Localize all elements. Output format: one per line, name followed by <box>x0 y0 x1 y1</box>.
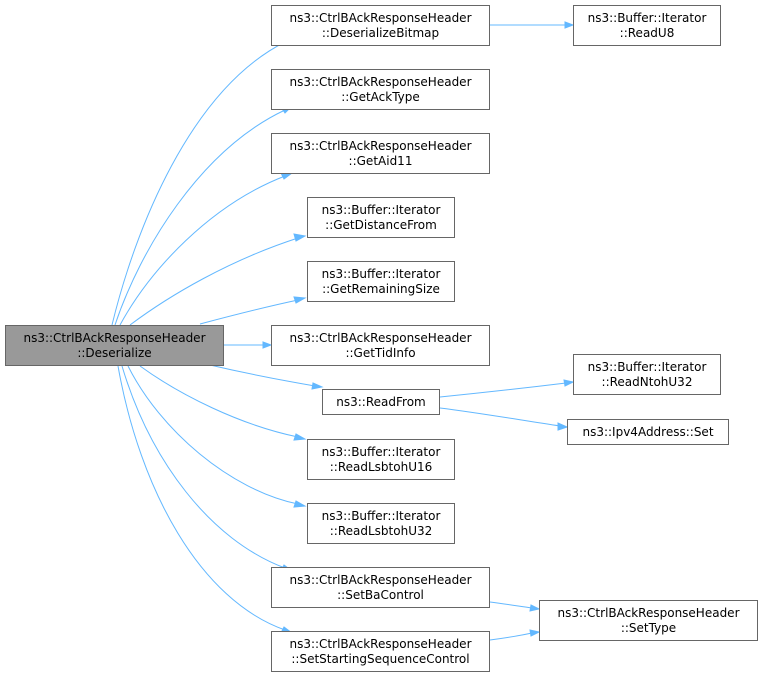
node-label-line1: ns3::CtrlBAckResponseHeader <box>557 605 740 620</box>
node-label-line1: ns3::Buffer::Iterator <box>587 10 707 25</box>
node-label-line2: ::ReadLsbtohU16 <box>329 459 433 474</box>
node-label-line1: ns3::CtrlBAckResponseHeader <box>23 330 206 345</box>
edge-root-to-read-lsbtoh-u16 <box>139 365 299 438</box>
node-label-line1: ns3::Buffer::Iterator <box>321 266 441 281</box>
arrowhead-read-lsbtoh-u32 <box>293 500 307 508</box>
node-ipv4-address-set[interactable]: ns3::Ipv4Address::Set <box>567 419 729 445</box>
node-get-ack-type[interactable]: ns3::CtrlBAckResponseHeader ::GetAckType <box>271 69 490 110</box>
edge-root-to-read-lsbtoh-u32 <box>127 365 299 505</box>
edge-root-to-set-ba-control <box>121 365 286 569</box>
node-set-starting-sequence-control[interactable]: ns3::CtrlBAckResponseHeader ::SetStartin… <box>271 631 490 672</box>
node-get-aid11[interactable]: ns3::CtrlBAckResponseHeader ::GetAid11 <box>271 133 490 174</box>
edge-root-to-get-remaining-size <box>199 299 299 325</box>
node-get-remaining-size[interactable]: ns3::Buffer::Iterator ::GetRemainingSize <box>307 261 455 302</box>
node-get-distance-from[interactable]: ns3::Buffer::Iterator ::GetDistanceFrom <box>307 197 455 238</box>
node-label-line2: ::SetStartingSequenceControl <box>291 651 470 666</box>
node-label-line2: ::ReadLsbtohU32 <box>329 523 433 538</box>
node-set-ba-control[interactable]: ns3::CtrlBAckResponseHeader ::SetBaContr… <box>271 567 490 608</box>
node-label-line2: ::ReadNtohU32 <box>601 374 693 389</box>
node-label-line1: ns3::CtrlBAckResponseHeader <box>289 636 472 651</box>
node-label-line2: ::SetType <box>620 620 677 635</box>
arrowhead-get-distance-from <box>293 233 307 242</box>
edge-read-from-to-ipv4-set <box>439 407 561 427</box>
edge-root-to-deserialize-bitmap <box>111 41 286 326</box>
arrowhead-set-type-from-starting-sequence <box>529 629 541 637</box>
node-label-line1: ns3::CtrlBAckResponseHeader <box>289 138 472 153</box>
node-read-lsbtoh-u16[interactable]: ns3::Buffer::Iterator ::ReadLsbtohU16 <box>307 439 455 480</box>
arrowhead-read-lsbtoh-u16 <box>293 433 307 441</box>
node-label-line2: ::Deserialize <box>77 345 152 360</box>
arrowhead-get-remaining-size <box>293 296 307 304</box>
edge-set-ba-control-to-set-type <box>489 601 533 609</box>
edge-root-to-get-ack-type <box>114 109 286 326</box>
edge-root-to-get-aid11 <box>119 175 286 326</box>
node-deserialize-bitmap[interactable]: ns3::CtrlBAckResponseHeader ::Deserializ… <box>271 5 490 46</box>
node-label-line1: ns3::Buffer::Iterator <box>587 359 707 374</box>
arrowhead-get-tid-info <box>262 341 273 349</box>
node-label-line2: ::DeserializeBitmap <box>321 25 440 40</box>
node-set-type[interactable]: ns3::CtrlBAckResponseHeader ::SetType <box>539 600 758 641</box>
node-label-line1: ns3::ReadFrom <box>336 394 426 409</box>
node-label-line2: ::GetAckType <box>341 89 420 104</box>
node-read-ntoh-u32[interactable]: ns3::Buffer::Iterator ::ReadNtohU32 <box>573 354 721 395</box>
arrowhead-set-type-from-ba-control <box>529 604 541 612</box>
edge-set-starting-sequence-control-to-set-type <box>489 632 533 641</box>
node-label-line1: ns3::CtrlBAckResponseHeader <box>289 10 472 25</box>
node-label-line2: ::GetTidInfo <box>345 345 416 360</box>
arrowhead-read-ntoh-u32 <box>563 379 575 387</box>
node-get-tid-info[interactable]: ns3::CtrlBAckResponseHeader ::GetTidInfo <box>271 325 490 366</box>
node-label-line1: ns3::Ipv4Address::Set <box>582 424 714 439</box>
node-label-line1: ns3::CtrlBAckResponseHeader <box>289 572 472 587</box>
node-label-line2: ::GetDistanceFrom <box>325 217 437 232</box>
node-read-from[interactable]: ns3::ReadFrom <box>322 389 440 415</box>
arrowhead-read-from <box>311 382 324 390</box>
node-label-line1: ns3::Buffer::Iterator <box>321 508 441 523</box>
node-deserialize-root: ns3::CtrlBAckResponseHeader ::Deserializ… <box>5 325 224 366</box>
node-label-line1: ns3::Buffer::Iterator <box>321 444 441 459</box>
node-label-line2: ::SetBaControl <box>337 587 424 602</box>
edge-root-to-get-distance-from <box>129 237 299 326</box>
edge-root-to-set-starting-sequence-control <box>117 365 286 631</box>
node-label-line2: ::GetRemainingSize <box>322 281 440 296</box>
node-label-line1: ns3::CtrlBAckResponseHeader <box>289 330 472 345</box>
edge-read-from-to-read-ntoh-u32 <box>439 382 567 398</box>
node-read-u8[interactable]: ns3::Buffer::Iterator ::ReadU8 <box>573 5 721 46</box>
arrowhead-read-u8 <box>564 21 575 29</box>
edge-root-to-read-from <box>209 364 316 387</box>
node-label-line1: ns3::CtrlBAckResponseHeader <box>289 74 472 89</box>
node-label-line1: ns3::Buffer::Iterator <box>321 202 441 217</box>
arrowhead-ipv4-set <box>557 422 569 431</box>
node-read-lsbtoh-u32[interactable]: ns3::Buffer::Iterator ::ReadLsbtohU32 <box>307 503 455 544</box>
node-label-line2: ::ReadU8 <box>619 25 675 40</box>
node-label-line2: ::GetAid11 <box>348 153 413 168</box>
